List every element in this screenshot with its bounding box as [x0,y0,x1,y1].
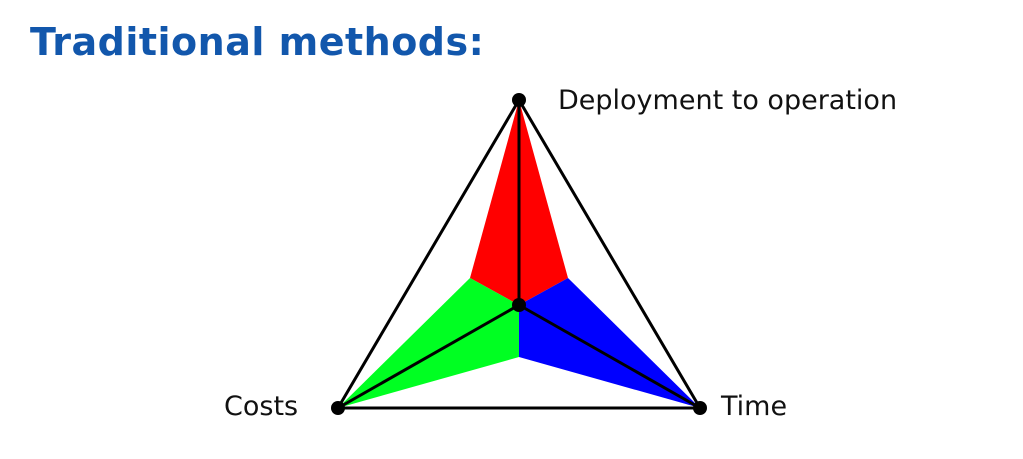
vertex-label-time: Time [721,391,788,422]
spoke-time [518,303,701,410]
vertex-costs-dot [331,401,345,415]
outer-triangle [336,98,702,410]
page-title: Traditional methods: [30,20,485,64]
vertex-deployment-dot [512,93,526,107]
vertex-label-costs: Costs [224,391,299,422]
spoke-costs [337,303,520,410]
center-dot [512,298,526,312]
vertex-time-dot [693,401,707,415]
costs-segment [338,278,519,408]
time-segment [519,278,700,408]
vertex-label-deployment: Deployment to operation [558,85,898,116]
